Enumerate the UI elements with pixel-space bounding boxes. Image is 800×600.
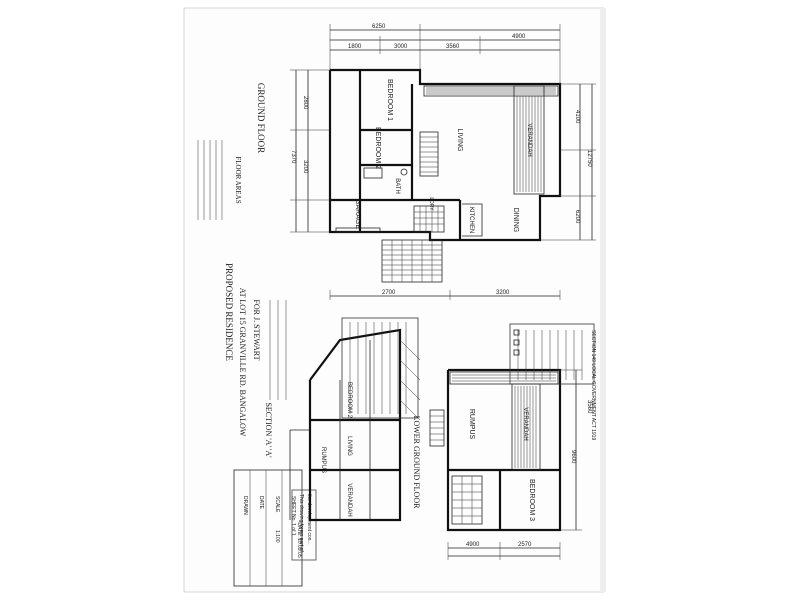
room-label-bedroom2: BEDROOM 2 [374, 127, 381, 169]
revision-block: DRAWN DATE SCALE 1:100 SHEET No. 1 of 1 … [233, 469, 303, 587]
revision-sheet: SHEET No. 1 of 1 [290, 496, 296, 536]
dim-label: 3200 [496, 290, 510, 296]
title-line3: FOR J. STEWART [252, 299, 261, 360]
dim-label: 6250 [372, 24, 386, 30]
bath-basin [400, 168, 408, 176]
dim-label: 3560 [446, 44, 460, 50]
lower-bath-tiles [451, 475, 483, 525]
room-label-dining: DINING [512, 208, 519, 233]
notes-block [341, 317, 419, 419]
title-block: PROPOSED RESIDENCE AT LOT 15 GRANVILLE R… [224, 263, 287, 437]
lower-dimensions: 4900 2570 9600 3560 [447, 369, 592, 560]
dim-label: 2570 [518, 542, 532, 548]
ground-floor-plan: BEDROOM 1 BEDROOM 2 BATH LIVING VERANDAH… [256, 68, 562, 283]
ground-verandah-decking [423, 85, 559, 195]
paper-sheet [183, 7, 605, 593]
dim-label: 1800 [348, 44, 362, 50]
dim-label: 2700 [382, 290, 396, 296]
dim-label: 9600 [570, 450, 576, 464]
lower-label-verandah: VERANDAH [522, 407, 528, 440]
title-line1: PROPOSED RESIDENCE [224, 263, 234, 361]
revision-scale-value: 1:100 [274, 530, 280, 543]
lower-ground-title: LOWER GROUND FLOOR [412, 416, 421, 510]
dim-label: 2800 [302, 96, 308, 110]
floor-areas-heading: FLOOR AREAS [234, 156, 242, 203]
dim-label: 3000 [394, 44, 408, 50]
room-label-laundry: LDRY [428, 197, 434, 211]
ground-floor-title: GROUND FLOOR [256, 83, 266, 153]
title-line2: AT LOT 15 GRANVILLE RD. BANGALOW [238, 288, 247, 437]
section149-approval-box: SECTION 149 LOCAL GOVERNMENT ACT 1919 [509, 323, 596, 440]
room-label-kitchen: KITCHEN [468, 207, 474, 233]
lower-stairs [429, 409, 445, 447]
kitchen-bench [462, 203, 483, 237]
dim-label: 4900 [466, 542, 480, 548]
room-label-bath: BATH [394, 178, 400, 194]
lower-label-rumpus: RUMPUS [468, 409, 475, 440]
section-label-rumpus: RUMPUS [320, 447, 326, 473]
ground-top-dimensions: 6250 1800 3000 4900 3560 [329, 24, 561, 84]
ground-left-dimensions: 7370 2800 3200 [290, 69, 330, 233]
dim-label: 12750 [586, 150, 592, 167]
revision-scale: SCALE [274, 496, 280, 513]
floor-areas-block: FLOOR AREAS [197, 140, 242, 220]
ground-right-dimensions: 4100 12750 6200 [540, 83, 596, 241]
dim-label: 7370 [290, 150, 296, 164]
room-label-verandah: VERANDAH [526, 123, 532, 156]
ground-laundry-tiles [413, 205, 445, 233]
paper-shadow-edge [600, 8, 606, 592]
dim-label: 6200 [574, 210, 580, 224]
dim-label: 3200 [302, 160, 308, 174]
section-aa: BEDROOM 2 LIVING RUMPUS VERANDAH SECTION… [264, 328, 421, 522]
lower-label-bedroom3: BEDROOM 3 [528, 479, 535, 521]
dim-label: 4100 [574, 110, 580, 124]
revision-footer: DATE: 10.09.05 [296, 522, 302, 557]
ground-front-steps [381, 239, 443, 283]
ground-stairs [419, 131, 439, 177]
section-title: SECTION 'A' 'A' [264, 402, 273, 458]
room-label-garage: GARAGE [354, 199, 361, 229]
section-label-bedroom2: BEDROOM 2 [346, 382, 352, 419]
garage-door-line [335, 227, 381, 233]
room-label-living: LIVING [456, 129, 463, 152]
section-label-living: LIVING [346, 436, 352, 456]
approval-heading: SECTION 149 LOCAL GOVERNMENT ACT 1919 [590, 330, 596, 440]
section-label-verandah: VERANDAH [346, 483, 352, 516]
dim-label: 3560 [586, 400, 592, 414]
ground-bottom-dimensions: 2700 3200 [329, 290, 561, 300]
revision-drawn: DRAWN [242, 496, 248, 515]
bath-tub [363, 167, 383, 179]
stamp-line1: This drawing forms part of [298, 494, 304, 552]
room-label-bedroom1: BEDROOM 1 [386, 79, 393, 121]
revision-date: DATE [258, 496, 264, 510]
dim-label: 4900 [512, 34, 526, 40]
